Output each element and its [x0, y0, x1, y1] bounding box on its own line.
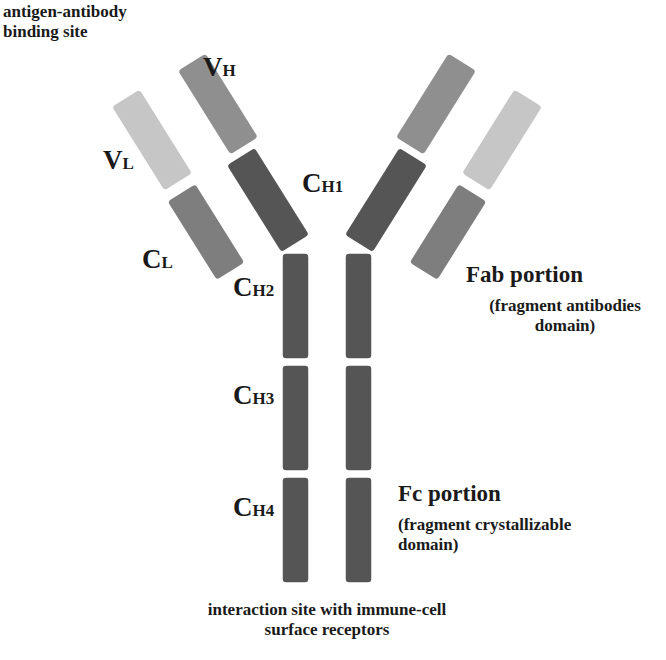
- part-label: CH2: [233, 272, 274, 303]
- heavy-chain-constant-2: [282, 253, 309, 359]
- part-label: CH3: [233, 380, 274, 411]
- region-description: (fragment antibodies domain): [466, 296, 664, 335]
- region-description: (fragment crystallizable domain): [398, 515, 620, 554]
- annotation-label: interaction site with immune-cell surfac…: [200, 600, 454, 639]
- region-title: Fc portion: [398, 481, 628, 507]
- heavy-chain-constant-3: [345, 365, 372, 471]
- heavy-chain-constant-1: [344, 147, 428, 253]
- part-label: CL: [142, 244, 173, 275]
- heavy-chain-variable: [395, 53, 477, 156]
- heavy-chain-constant-3: [282, 365, 309, 471]
- light-chain-variable: [461, 89, 543, 192]
- region-title: Fab portion: [466, 262, 666, 288]
- light-chain-variable: [111, 89, 193, 192]
- annotation-label: antigen-antibody binding site: [3, 2, 178, 41]
- part-label: CH4: [233, 492, 274, 523]
- part-label: CH1: [302, 168, 343, 199]
- light-chain-constant: [167, 183, 246, 281]
- part-label: VL: [103, 145, 134, 176]
- heavy-chain-constant-4: [282, 477, 309, 583]
- heavy-chain-constant-2: [345, 253, 372, 359]
- heavy-chain-variable: [177, 53, 259, 156]
- heavy-chain-constant-4: [345, 477, 372, 583]
- heavy-chain-constant-1: [226, 147, 310, 253]
- part-label: VH: [203, 52, 236, 83]
